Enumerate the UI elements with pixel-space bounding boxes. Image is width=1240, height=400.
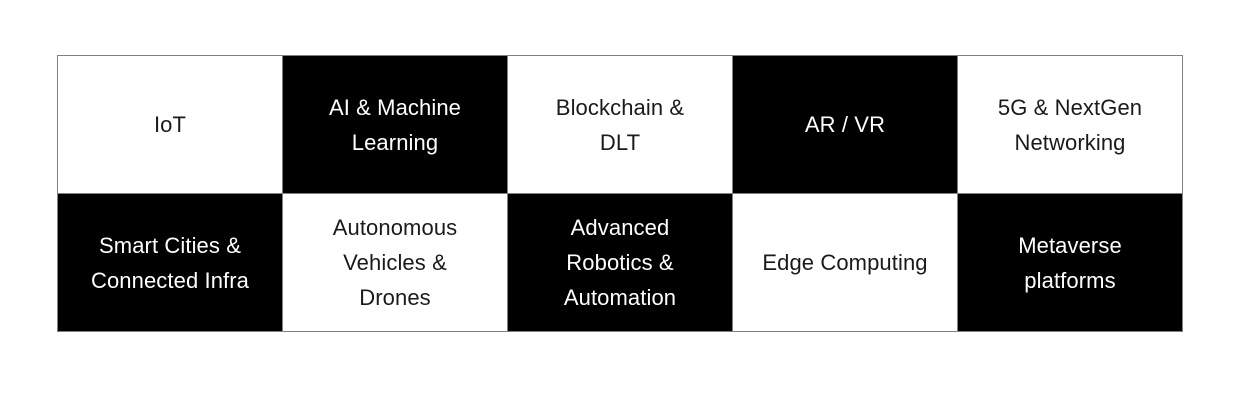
- matrix-cell-label: 5G & NextGen Networking: [997, 94, 1143, 155]
- matrix-cell-label: AR / VR: [804, 112, 886, 137]
- matrix-cell-blockchain-dlt[interactable]: Blockchain & DLT: [508, 56, 732, 193]
- matrix-cell-label: Edge Computing: [762, 250, 928, 275]
- matrix-cell-ai-machine-learning[interactable]: AI & Machine Learning: [283, 56, 507, 193]
- matrix-cell-iot[interactable]: IoT: [58, 56, 282, 193]
- matrix-cell-advanced-robotics[interactable]: Advanced Robotics & Automation: [508, 194, 732, 331]
- technology-matrix-grid: IoT AI & Machine Learning Blockchain & DLT…: [57, 55, 1183, 332]
- matrix-cell-label: Blockchain & DLT: [555, 94, 685, 155]
- matrix-cell-autonomous-vehicles[interactable]: Autonomous Vehicles & Drones: [283, 194, 507, 331]
- matrix-cell-label: Autonomous Vehicles & Drones: [332, 215, 458, 310]
- matrix-cell-label: AI & Machine Learning: [328, 94, 462, 155]
- matrix-cell-metaverse[interactable]: Metaverse platforms: [958, 194, 1182, 331]
- matrix-cell-edge-computing[interactable]: Edge Computing: [733, 194, 957, 331]
- matrix-cell-label: Metaverse platforms: [1018, 232, 1122, 293]
- matrix-cell-label: Smart Cities & Connected Infra: [90, 232, 250, 293]
- matrix-cell-label: Advanced Robotics & Automation: [563, 215, 677, 310]
- matrix-cell-label: IoT: [153, 112, 187, 137]
- matrix-cell-5g-nextgen[interactable]: 5G & NextGen Networking: [958, 56, 1182, 193]
- matrix-cell-smart-cities[interactable]: Smart Cities & Connected Infra: [58, 194, 282, 331]
- matrix-cell-ar-vr[interactable]: AR / VR: [733, 56, 957, 193]
